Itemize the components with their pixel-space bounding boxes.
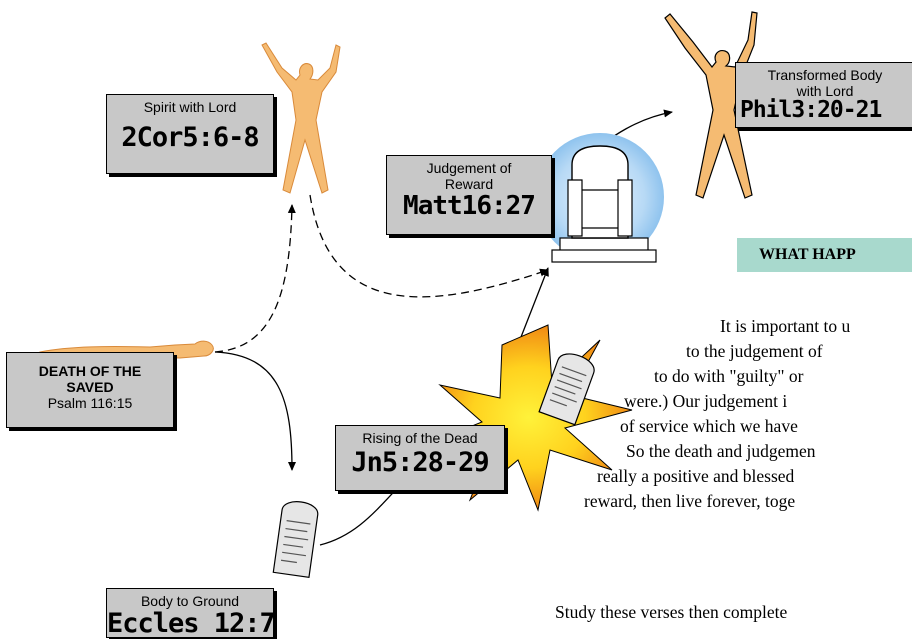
- body-to-ground-box: Body to Ground Eccles 12:7: [106, 588, 276, 639]
- death-reference: Psalm 116:15: [47, 395, 133, 411]
- judgement-caption-line2: Reward: [444, 176, 494, 192]
- spirit-with-lord-box: Spirit with Lord 2Cor5:6-8: [106, 94, 274, 174]
- rising-reference: Jn5:28-29: [351, 447, 489, 478]
- death-caption-line2: SAVED: [66, 379, 114, 395]
- paragraph-line-1: It is important to u: [720, 316, 851, 336]
- paragraph-line-6: So the death and judgemen: [626, 441, 816, 461]
- death-of-saved-box: DEATH OF THE SAVED Psalm 116:15: [6, 352, 174, 428]
- rising-of-dead-box: Rising of the Dead Jn5:28-29: [335, 425, 505, 491]
- judgement-of-reward-box: Judgement of Reward Matt16:27: [386, 155, 552, 235]
- transformed-caption-line2: with Lord: [796, 83, 854, 99]
- spirit-caption: Spirit with Lord: [143, 99, 237, 115]
- tombstone-ground-icon: [272, 501, 319, 578]
- footer-instruction: Study these verses then complete: [555, 602, 788, 622]
- judgement-caption-line1: Judgement of: [426, 160, 512, 176]
- body-caption: Body to Ground: [140, 593, 240, 609]
- rising-caption: Rising of the Dead: [362, 430, 478, 446]
- arrow-spirit-to-judgement: [309, 194, 549, 298]
- section-heading: WHAT HAPP: [737, 238, 912, 272]
- transformed-body-box: Transformed Body with Lord Phil3:20-21: [735, 62, 912, 128]
- spirit-figure-icon: [261, 42, 341, 194]
- paragraph-line-2: to the judgement of: [686, 341, 823, 361]
- transformed-caption-line1: Transformed Body: [767, 67, 883, 83]
- paragraph-line-4: were.) Our judgement i: [624, 391, 788, 411]
- death-caption-line1: DEATH OF THE: [38, 363, 142, 379]
- paragraph-line-7: really a positive and blessed: [597, 466, 795, 486]
- arrow-death-to-body: [214, 351, 296, 471]
- body-reference: Eccles 12:7: [107, 608, 276, 639]
- judgement-reference: Matt16:27: [403, 191, 536, 221]
- judgement-seat-icon: [536, 133, 664, 263]
- arrow-death-to-spirit: [214, 204, 296, 353]
- paragraph-line-8: reward, then live forever, toge: [584, 491, 796, 511]
- paragraph-line-3: to do with "guilty" or: [654, 366, 804, 386]
- tombstone-rising-icon: [538, 353, 595, 426]
- spirit-reference: 2Cor5:6-8: [121, 122, 259, 153]
- transformed-figure-icon: [664, 11, 758, 199]
- transformed-reference: Phil3:20-21: [740, 97, 882, 123]
- paragraph-line-5: of service which we have: [620, 416, 798, 436]
